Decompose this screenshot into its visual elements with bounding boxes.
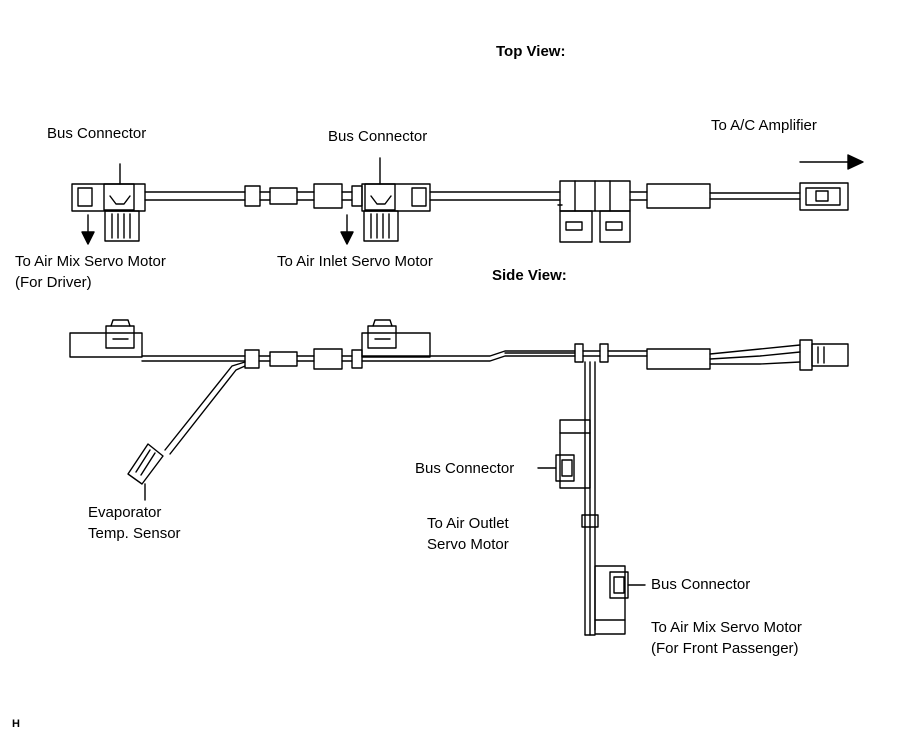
top-view-title: Top View:	[496, 43, 566, 60]
top-sleeves	[244, 183, 363, 209]
corner-mark: H	[12, 718, 20, 730]
air-mix-passenger-label-line2: (For Front Passenger)	[651, 640, 799, 657]
air-mix-driver-label-line1: To Air Mix Servo Motor	[15, 253, 166, 270]
top-middle-bus-connector-label: Bus Connector	[328, 128, 428, 145]
top-clamp-block	[557, 180, 631, 243]
evaporator-label-line1: Evaporator	[88, 504, 162, 521]
outlet-bus-connector-label: Bus Connector	[415, 460, 515, 477]
ac-amplifier-label: To A/C Amplifier	[711, 117, 817, 134]
top-tube	[646, 183, 711, 209]
side-view-title: Side View:	[492, 267, 567, 284]
passenger-bus-connector-label: Bus Connector	[651, 576, 751, 593]
air-inlet-label: To Air Inlet Servo Motor	[277, 253, 433, 270]
top-left-bus-connector-label: Bus Connector	[47, 125, 147, 142]
top-left-bus-connector	[71, 163, 146, 242]
top-view-harness	[144, 191, 801, 201]
air-outlet-label-line1: To Air Outlet	[427, 515, 509, 532]
top-middle-bus-connector	[361, 157, 431, 242]
air-outlet-label-line2: Servo Motor	[427, 536, 509, 553]
evaporator-label-line2: Temp. Sensor	[88, 525, 181, 542]
down-arrow-middle	[340, 214, 354, 245]
air-mix-passenger-label-line1: To Air Mix Servo Motor	[651, 619, 802, 636]
air-mix-driver-label-line2: (For Driver)	[15, 274, 92, 291]
right-arrow	[799, 154, 864, 170]
side-view-harness	[69, 319, 849, 636]
ac-amplifier-connector	[799, 182, 849, 211]
down-arrow-left	[81, 214, 95, 245]
